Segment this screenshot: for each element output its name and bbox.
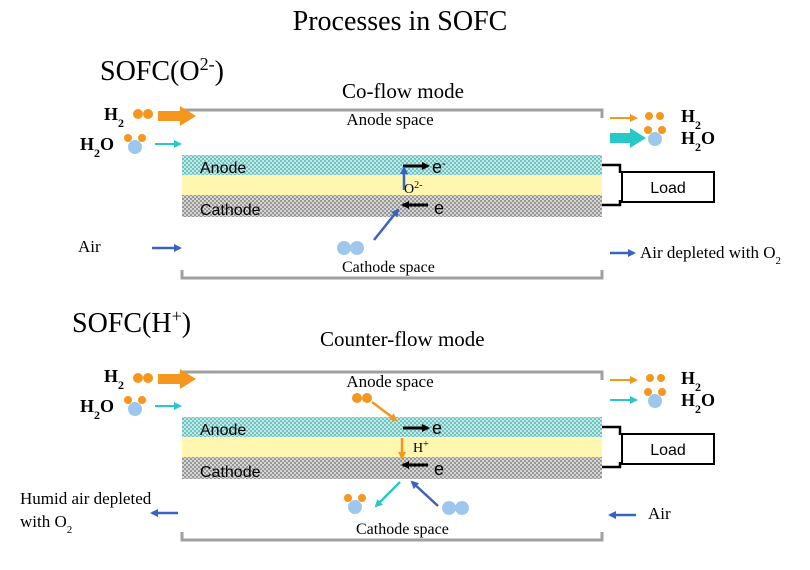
h2-to-anode-arrow [371,401,398,422]
inlet-air-label: Air [648,504,671,523]
humid-air-outlet-label-line1: Humid air depleted [20,489,152,508]
cathode-label: Cathode [200,464,261,481]
load-box [621,433,715,465]
circuit-wire-top [602,425,622,435]
electrolyte-layer [182,175,602,195]
humid-air-outlet-label-line2: with O2 [20,512,72,536]
electrolyte-layer [182,437,602,457]
h2-inlet-arrowhead [180,106,196,126]
h2o-molecule-icon [344,494,366,514]
electron-label-bottom: e [434,459,444,479]
anode-layer [182,417,602,437]
sofc-o2-heading: SOFC(O2-) [100,54,224,87]
anode-space-label: Anode space [346,372,433,391]
h2o-outlet-molecule-icon [644,126,666,146]
inlet-h2-label: H2 [104,104,124,130]
inlet-h2o-label: H2O [80,134,114,160]
outlet-h2-label: H2 [681,106,701,132]
h2-molecule-icon [352,393,372,403]
anode-layer [182,155,602,175]
oxygen-molecule-icon [442,501,469,515]
load-label: Load [650,442,686,459]
h2-outlet-molecule-icon [646,374,665,382]
electron-label-bottom: e [434,198,444,218]
electron-label-top: e- [432,157,446,177]
proton-label: H+ [413,439,429,457]
h2-molecule-icon [133,109,153,119]
oxide-ion-label: O2- [404,180,422,198]
inlet-h2-label: H2 [104,366,124,392]
circuit-wire-top [602,163,622,173]
load-label: Load [650,180,686,197]
load-box [621,171,715,203]
inlet-air-label: Air [78,237,101,256]
electron-label-top: e [432,418,442,438]
outlet-h2-label: H2 [681,368,701,394]
cathode-space-label: Cathode space [342,259,435,276]
outlet-air-label: Air depleted with O2 [640,243,781,267]
h2-inlet-arrowhead [180,369,196,389]
sofc-h-section: SOFC(H+) Counter-flow mode Anode space A… [20,306,715,542]
anode-label: Anode [200,160,246,177]
h2o-outlet-arrowhead [630,128,646,148]
outlet-h2o-label: H2O [681,128,715,154]
co-flow-mode-label: Co-flow mode [342,79,464,103]
h2o-molecule-icon [124,396,146,416]
anode-space-label: Anode space [346,110,433,129]
h2o-outlet-molecule-icon [644,388,666,408]
page-title: Processes in SOFC [293,6,508,37]
cell-frame-bottom [180,270,604,280]
oxygen-to-cathode-arrow [410,480,439,507]
counter-flow-mode-label: Counter-flow mode [320,327,485,351]
h2-molecule-icon [133,373,153,383]
h2o-molecule-icon [124,134,146,154]
circuit-wire-bottom [602,200,622,207]
cell-frame-bottom [180,532,604,542]
water-formation-arrow [374,481,401,508]
oxygen-to-cathode-arrow [373,208,400,241]
cathode-layer [182,457,602,479]
anode-label: Anode [200,422,246,439]
circuit-wire-bottom [602,462,622,469]
outlet-h2o-label: H2O [681,390,715,416]
cathode-space-label: Cathode space [356,521,449,538]
sofc-o2-section: SOFC(O2-) Co-flow mode Anode space Anode… [78,54,781,280]
h2-outlet-molecule-icon [645,112,664,120]
cathode-layer [182,195,602,217]
sofc-h-heading: SOFC(H+) [72,306,191,339]
oxygen-molecule-icon [337,241,364,255]
inlet-h2o-label: H2O [80,396,114,422]
cathode-label: Cathode [200,202,261,219]
